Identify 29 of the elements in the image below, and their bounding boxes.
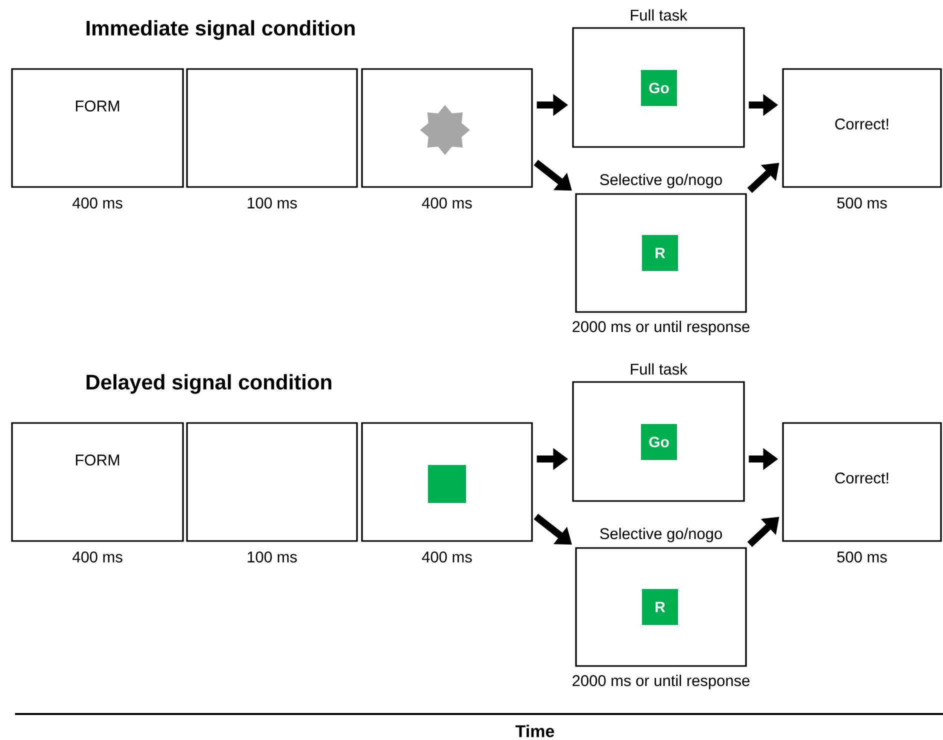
screen-frame: [361, 422, 533, 542]
stimulus-square: R: [642, 235, 678, 271]
screen-frame: FORM: [11, 422, 184, 542]
duration-label: 100 ms: [248, 552, 297, 562]
duration-label: 400 ms: [422, 552, 472, 562]
node-label: Full task: [630, 363, 688, 375]
stimulus-square: R: [642, 589, 678, 625]
duration-label: 2000 ms or until response: [572, 320, 750, 336]
screen-frame: FORM: [11, 68, 184, 188]
stimulus-square: Go: [641, 424, 677, 460]
stimulus-square: Go: [641, 70, 677, 106]
section-title: Immediate signal condition: [86, 20, 355, 40]
duration-label: 400 ms: [422, 198, 472, 208]
duration-label: 400 ms: [72, 552, 122, 562]
duration-label: 400 ms: [72, 198, 122, 208]
screen-frame: Correct!: [782, 68, 942, 188]
screen-frame: Correct!: [782, 422, 942, 542]
node-label: Full task: [630, 9, 688, 21]
duration-label: 500 ms: [837, 552, 887, 562]
node-label: Selective go/nogo: [600, 528, 722, 542]
duration-label: 2000 ms or until response: [572, 674, 750, 690]
section-title: Delayed signal condition: [86, 374, 332, 394]
screen-frame: [186, 68, 358, 188]
node-label: Selective go/nogo: [600, 174, 722, 188]
screen-frame: [361, 68, 533, 188]
axis-label: Time: [516, 724, 554, 738]
duration-label: 100 ms: [248, 198, 297, 208]
screen-frame: [186, 422, 358, 542]
duration-label: 500 ms: [837, 198, 887, 208]
